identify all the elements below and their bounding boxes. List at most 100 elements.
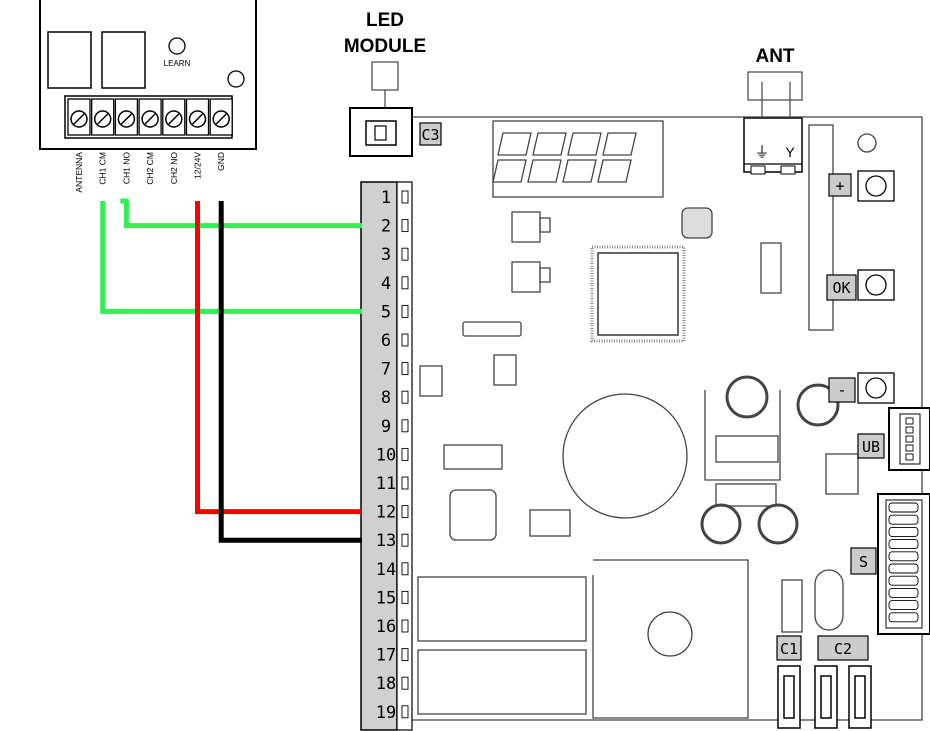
wires [100, 198, 362, 543]
terminal-number: 12 [376, 503, 396, 523]
wire [195, 201, 362, 515]
receiver-terminal-label: CH2 CM [145, 152, 155, 185]
terminal-slot [401, 190, 409, 204]
receiver-screw-icon [138, 98, 162, 136]
ub-tag [857, 433, 885, 459]
led-indicator [227, 70, 245, 88]
button-plus-label: + [835, 177, 844, 195]
terminal-slot [401, 705, 409, 719]
terminal-slot [401, 362, 409, 376]
terminal-number: 6 [381, 331, 391, 351]
antenna-symbol-icon: Y [785, 144, 795, 160]
terminal-number: 5 [381, 302, 391, 322]
s-pin-pair [888, 612, 919, 623]
receiver-terminal-label: GND [216, 152, 226, 171]
terminal-number: 3 [381, 245, 391, 265]
terminal-slot [401, 219, 409, 233]
wire [218, 201, 362, 543]
receiver-terminal-label: CH1 CM [98, 152, 108, 185]
c1-tag [776, 635, 802, 661]
terminal-number: 2 [381, 217, 391, 237]
learn-button[interactable] [168, 37, 186, 55]
c2-label: C2 [834, 640, 852, 658]
terminal-number: 19 [376, 703, 396, 723]
receiver-terminal-label: 12/24V [193, 152, 203, 179]
led-module-label-line1: LED [366, 10, 404, 31]
button-plus[interactable]: + [828, 170, 895, 202]
terminal-slot [401, 476, 409, 490]
s-tag [850, 547, 877, 575]
terminal-number: 17 [376, 646, 396, 666]
terminal-slot [401, 676, 409, 690]
terminal-slot [401, 333, 409, 347]
ub-pin [905, 435, 914, 443]
ground-symbol-icon: ⏚ [754, 144, 769, 161]
terminal-slot [401, 447, 409, 461]
button-minus-label: - [837, 381, 846, 399]
button-ok[interactable]: OK [826, 269, 895, 301]
terminal-number: 1 [381, 188, 391, 208]
terminal-number: 18 [376, 674, 396, 694]
ub-pin [905, 426, 914, 434]
receiver-screw-icon [209, 98, 233, 136]
terminal-slot [401, 390, 409, 404]
c3-label: C3 [421, 126, 439, 144]
led-module-connector [349, 61, 413, 157]
ub-pin [905, 417, 914, 425]
terminal-number: 4 [381, 274, 391, 294]
terminal-number: 11 [376, 474, 396, 494]
terminal-number: 9 [381, 417, 391, 437]
terminal-number: 16 [376, 617, 396, 637]
s-label: S [859, 553, 868, 571]
wire [100, 201, 362, 314]
ub-pin [905, 453, 914, 461]
terminal-number: 8 [381, 388, 391, 408]
button-minus[interactable]: - [828, 372, 895, 404]
s-pin-pair [888, 575, 919, 586]
s-pin-pair [888, 551, 919, 562]
relay-2 [101, 31, 146, 89]
terminal-slot [401, 247, 409, 261]
terminal-slot [401, 304, 409, 318]
s-pin-pair [888, 502, 919, 513]
relay-1 [47, 31, 92, 89]
terminal-slot [401, 619, 409, 633]
s-pin-pair [888, 514, 919, 525]
terminal-number: 15 [376, 588, 396, 608]
s-pin-pair [888, 539, 919, 550]
receiver-terminal-label: ANTENNA [74, 152, 84, 193]
s-pin-pair [888, 563, 919, 574]
ub-connector [888, 407, 930, 471]
terminal-number: 10 [376, 445, 396, 465]
wire [120, 198, 362, 229]
receiver-screw-icon [67, 98, 91, 136]
receiver-screw-icon [91, 98, 115, 136]
s-pin-pair [888, 587, 919, 598]
c3-tag [419, 122, 442, 146]
receiver-screw-icon [185, 98, 210, 136]
c-connectors [777, 665, 872, 729]
terminal-slot [401, 562, 409, 576]
antenna-connector: ⏚ Y [743, 71, 803, 175]
receiver-screw-icon [162, 98, 186, 136]
s-pin-pair [888, 526, 919, 537]
ub-pin [905, 444, 914, 452]
terminal-slot [401, 533, 409, 547]
led-module-label-line2: MODULE [344, 36, 426, 57]
terminal-slot [401, 648, 409, 662]
antenna-label: ANT [755, 46, 794, 67]
terminal-number: 7 [381, 360, 391, 380]
s-pin-pair [888, 600, 919, 611]
ub-label: UB [862, 438, 880, 456]
c2-tag [817, 635, 869, 661]
receiver-terminal-label: CH1 NO [121, 152, 131, 185]
control-board [405, 116, 923, 721]
terminal-slot [401, 419, 409, 433]
terminal-slot [401, 590, 409, 604]
receiver-terminal-label: CH2 NO [169, 152, 179, 185]
s-connector [877, 493, 930, 635]
terminal-number: 13 [376, 531, 396, 551]
seven-segment-display [492, 132, 637, 183]
terminal-slot [401, 505, 409, 519]
